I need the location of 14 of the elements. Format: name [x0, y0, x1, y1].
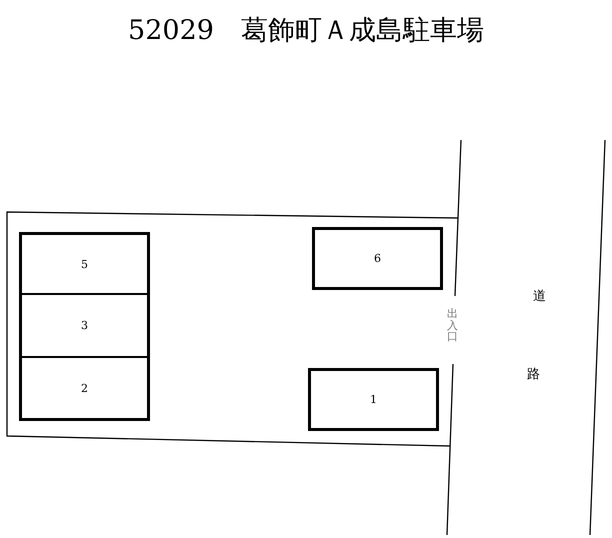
parking-space: [19, 295, 150, 359]
entrance-label: 出入口: [447, 308, 458, 343]
space-number: 5: [81, 258, 88, 270]
road-label: 路: [527, 366, 540, 383]
title: 52029 葛飾町Ａ成島駐車場: [127, 14, 485, 48]
space-number: 2: [81, 382, 88, 394]
space-number: 6: [374, 252, 381, 265]
space-number: 3: [81, 319, 88, 332]
road-label: 道: [533, 288, 546, 305]
parking-space: [19, 358, 150, 421]
parking-space: [312, 227, 443, 290]
parking-space: [19, 232, 150, 296]
space-number: 1: [370, 393, 377, 406]
parking-space: [308, 368, 439, 431]
